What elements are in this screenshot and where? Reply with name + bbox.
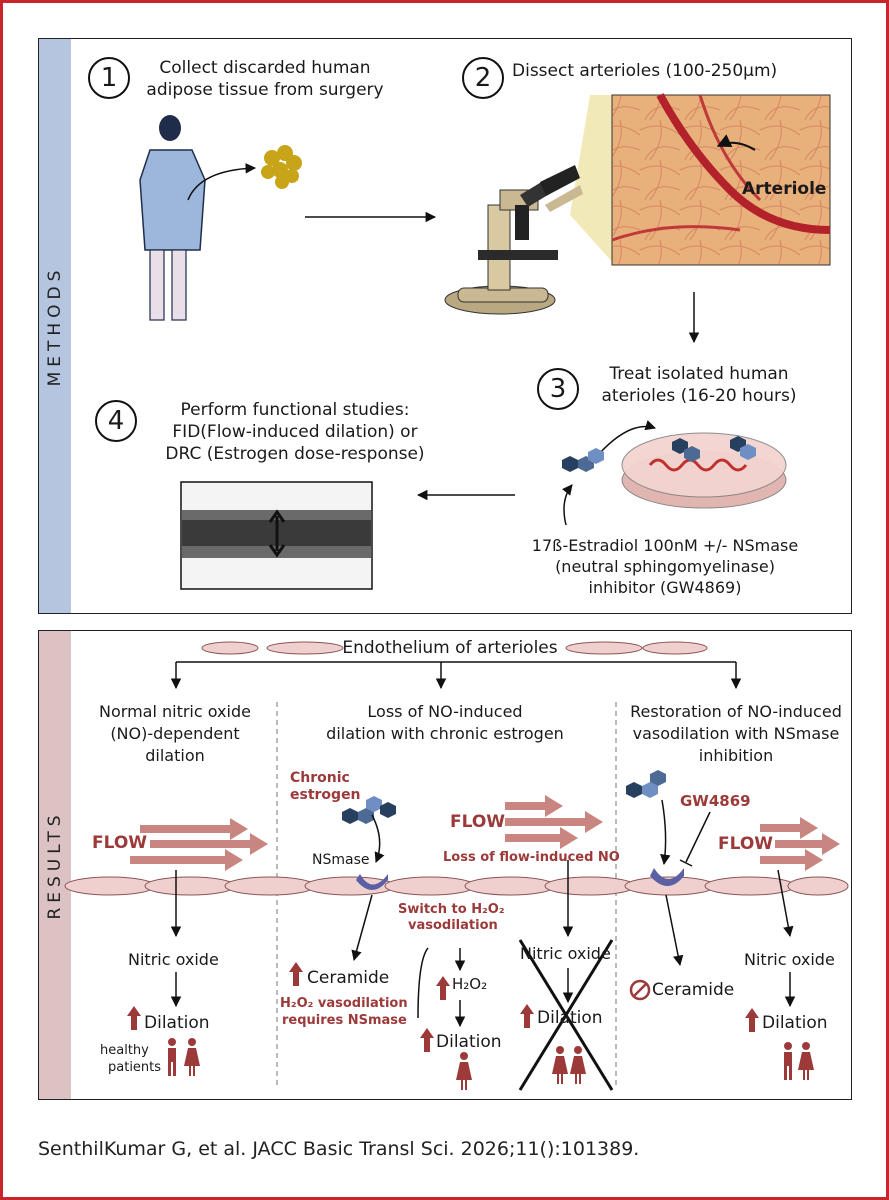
step2-text: Dissect arterioles (100-250µm): [512, 61, 778, 81]
col2-flow-label: FLOW: [450, 812, 506, 832]
col1-heading-1: Normal nitric oxide: [99, 702, 251, 721]
step3-line2: aterioles (16-20 hours): [601, 386, 797, 406]
estradiol-molecule-icon: [562, 436, 756, 472]
treatment-line3: inhibitor (GW4869): [588, 578, 742, 597]
col3-nitric-oxide: Nitric oxide: [744, 950, 835, 969]
col2-dilation-crossed: Dilation: [537, 1008, 603, 1028]
switch-h2o2-2: vasodilation: [408, 918, 498, 933]
col3-dilation: Dilation: [762, 1013, 828, 1033]
col3-heading-3: inhibition: [698, 746, 774, 765]
requires-nsmase-1: H₂O₂ vasodilation: [280, 996, 408, 1011]
patient-figures: [168, 1038, 814, 1090]
results-band: RESULTS: [39, 631, 71, 1099]
increase-arrows: [127, 962, 759, 1052]
none-symbol-icon: [629, 979, 651, 1001]
treatment-line1: 17ß-Estradiol 100nM +/- NSmase: [531, 536, 799, 555]
vessel-image: [180, 481, 373, 590]
treatment-line2: (neutral sphingomyelinase): [555, 557, 775, 576]
step4-line1: Perform functional studies:: [180, 400, 410, 420]
col3-ceramide: Ceramide: [652, 980, 735, 1000]
step4-line2: FID(Flow-induced dilation) or: [172, 422, 418, 442]
cross-out-x: [518, 939, 614, 1091]
step1-line2: adipose tissue from surgery: [146, 80, 384, 100]
switch-h2o2-1: Switch to H₂O₂: [398, 902, 505, 917]
endothelial-cell-layer: [64, 876, 849, 896]
nsmase-icon: [356, 868, 684, 890]
col2-heading-2: dilation with chronic estrogen: [326, 724, 564, 743]
col2-dilation: Dilation: [436, 1032, 502, 1052]
h2o2-label: H₂O₂: [452, 975, 488, 993]
step4-number: 4: [95, 400, 137, 442]
requires-nsmase-2: requires NSmase: [282, 1013, 407, 1028]
nsmase-label: NSmase: [312, 852, 370, 868]
endothelium-title: Endothelium of arterioles: [342, 638, 558, 658]
col1-healthy-2: patients: [108, 1060, 162, 1075]
step1-number: 1: [88, 57, 130, 99]
flow-arrows: [130, 795, 840, 871]
arteriole-label: Arteriole: [742, 179, 827, 199]
col3-heading-2: vasodilation with NSmase: [632, 724, 840, 743]
patient-icon: [139, 115, 257, 321]
citation: SenthilKumar G, et al. JACC Basic Transl…: [38, 1138, 640, 1160]
col1-heading-2: (NO)-dependent: [110, 724, 240, 743]
col3-heading-1: Restoration of NO-induced: [630, 702, 842, 721]
col1-flow-label: FLOW: [92, 833, 148, 853]
estrogen-molecule-icon: [342, 770, 666, 824]
gw4869-label: GW4869: [680, 792, 751, 810]
step4-line3: DRC (Estrogen dose-response): [165, 444, 425, 464]
step2-number: 2: [462, 57, 504, 99]
chronic-estrogen-1: Chronic: [290, 770, 350, 786]
col3-flow-label: FLOW: [718, 834, 774, 854]
col1-nitric-oxide: Nitric oxide: [128, 950, 219, 969]
loss-flow-no: Loss of flow-induced NO: [443, 850, 620, 865]
chronic-estrogen-2: estrogen: [290, 787, 361, 803]
step1-line1: Collect discarded human: [159, 58, 371, 78]
col1-heading-3: dilation: [145, 746, 205, 765]
results-panel: RESULTS: [38, 630, 852, 1100]
step3-number: 3: [537, 368, 579, 410]
col2-nitric-oxide: Nitric oxide: [520, 944, 611, 963]
col1-healthy-1: healthy: [100, 1043, 149, 1058]
step3-line1: Treat isolated human: [609, 364, 789, 384]
methods-band: METHODS: [39, 39, 71, 613]
adipose-tissue-icon: [261, 145, 302, 189]
col2-heading-1: Loss of NO-induced: [367, 702, 523, 721]
col2-ceramide: Ceramide: [307, 968, 390, 988]
col1-dilation: Dilation: [144, 1013, 210, 1033]
arteriole-photo: [611, 93, 831, 266]
